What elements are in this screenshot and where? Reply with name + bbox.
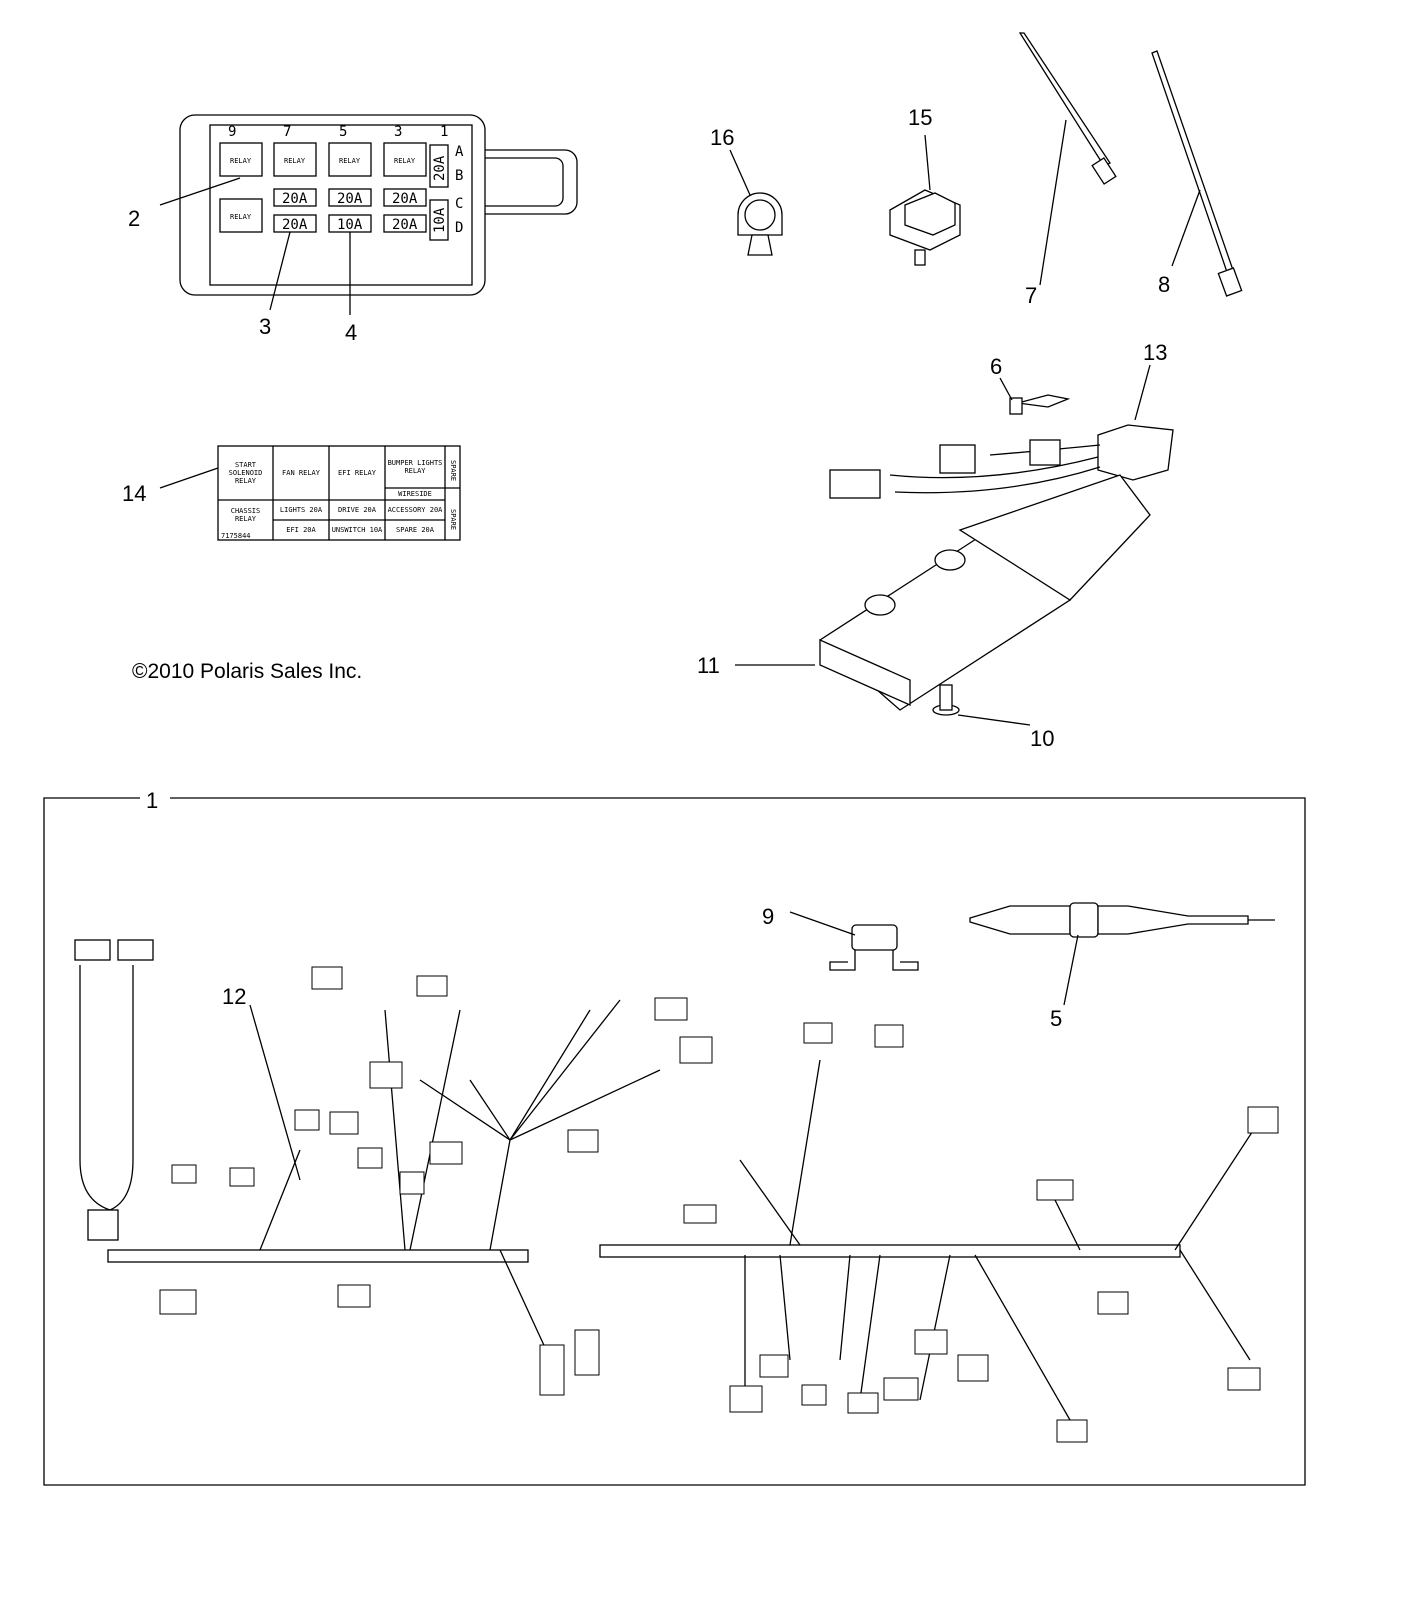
callout-11: 11	[697, 653, 720, 678]
slot-number: 1	[440, 124, 448, 140]
label-cell: EFI RELAY	[338, 469, 376, 477]
harness-assembly-frame	[43, 797, 1306, 1486]
callout-14: 14	[122, 481, 146, 506]
relay-label: RELAY	[339, 157, 361, 165]
slot-number: 5	[339, 124, 347, 140]
edge-clip-15	[889, 189, 961, 266]
fuse-rating: 20A	[392, 191, 418, 207]
harness-clip-16	[737, 192, 783, 256]
relay-label: RELAY	[230, 157, 252, 165]
fuse-rating: 20A	[282, 191, 308, 207]
fuse-rating: 10A	[337, 217, 363, 233]
relay-label: RELAY	[284, 157, 306, 165]
push-rivet-10	[932, 684, 960, 716]
screw-6	[1009, 394, 1071, 415]
label-part-number: 7175844	[221, 532, 251, 540]
label-cell: LIGHTS 20A	[279, 506, 323, 514]
fuse-rating: 20A	[432, 155, 448, 181]
callout-5: 5	[1050, 1006, 1062, 1031]
relay-label: RELAY	[230, 213, 252, 221]
callout-6: 6	[990, 354, 1002, 379]
copyright-notice: ©2010 Polaris Sales Inc.	[132, 660, 362, 683]
fuse-rating: 10A	[432, 207, 448, 233]
label-cell: SPARE 20A	[396, 526, 434, 534]
label-cell: ACCESSORY 20A	[387, 506, 443, 514]
cable-tie-8	[1151, 50, 1243, 297]
label-cell: WIRESIDE	[398, 490, 432, 498]
row-letter: C	[455, 196, 463, 212]
callout-16: 16	[710, 125, 734, 150]
callout-8: 8	[1158, 272, 1170, 297]
slot-number: 3	[394, 124, 402, 140]
fuse-holder-5	[969, 902, 1275, 938]
slot-number: 7	[283, 124, 291, 140]
callout-1: 1	[146, 788, 158, 813]
label-cell: DRIVE 20A	[338, 506, 376, 514]
fuse-box: 9 7 5 3 1 RELAY RELAY RELAY RELAY RELAY …	[179, 114, 578, 296]
callout-2: 2	[128, 206, 140, 231]
label-cell: SPARE	[449, 460, 457, 481]
relay-label: RELAY	[394, 157, 416, 165]
slot-number: 9	[228, 124, 236, 140]
callout-12: 12	[222, 984, 246, 1009]
fuse-label-decal: START SOLENOID RELAY FAN RELAY EFI RELAY…	[217, 445, 461, 541]
callout-13: 13	[1143, 340, 1167, 365]
fuse-rating: 20A	[282, 217, 308, 233]
callout-15: 15	[908, 105, 932, 130]
row-letter: A	[455, 144, 464, 160]
label-cell: UNSWITCH 10A	[331, 526, 383, 534]
wiring-harness-12	[74, 939, 1279, 1443]
bracket-11	[818, 474, 1151, 711]
cable-tie-7	[1018, 32, 1117, 185]
callout-4: 4	[345, 320, 357, 345]
label-cell: FAN RELAY	[282, 469, 320, 477]
callout-3: 3	[259, 314, 271, 339]
label-cell: EFI 20A	[286, 526, 316, 534]
harness-connector-13	[829, 424, 1174, 499]
label-cell: START SOLENOID RELAY	[228, 461, 263, 485]
callout-9: 9	[762, 904, 774, 929]
fuse-rating: 20A	[337, 191, 363, 207]
fuse-rating: 20A	[392, 217, 418, 233]
label-cell: BUMPER LIGHTS RELAY	[387, 459, 443, 475]
row-letter: D	[455, 220, 463, 236]
callout-7: 7	[1025, 283, 1037, 308]
callout-10: 10	[1030, 726, 1054, 751]
row-letter: B	[455, 168, 463, 184]
label-cell: CHASSIS RELAY	[230, 507, 261, 523]
fuse-9	[829, 924, 919, 971]
label-cell: SPARE	[449, 509, 457, 530]
